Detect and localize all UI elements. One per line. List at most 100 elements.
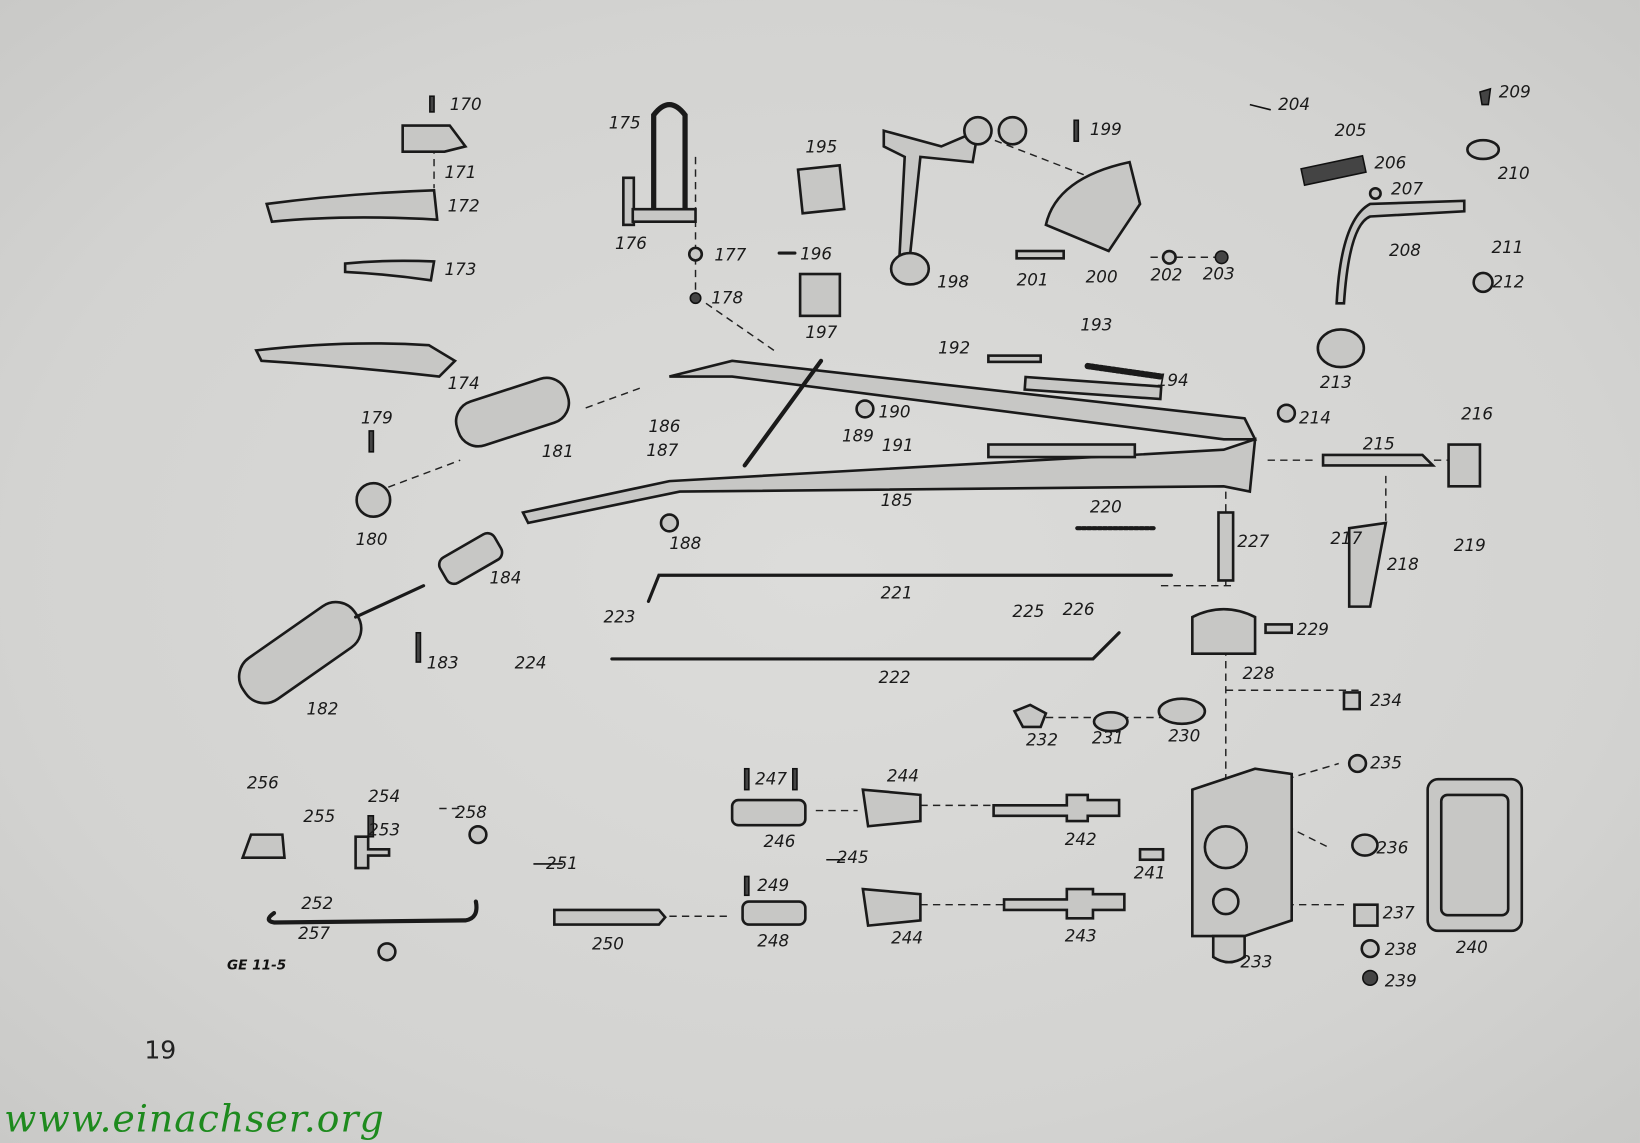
part-number-label: 215 xyxy=(1362,434,1395,454)
part-number-label: 175 xyxy=(608,112,641,133)
plates-195-197 xyxy=(777,163,846,318)
part-number-label: 230 xyxy=(1168,725,1201,746)
part-number-label: 243 xyxy=(1064,925,1097,946)
shafts-241-250 xyxy=(553,767,1165,928)
lever-198-and-gear-200 xyxy=(882,115,1229,286)
part-number-label: 252 xyxy=(301,893,334,914)
part-number-label: 225 xyxy=(1012,601,1045,622)
rods-215-229 xyxy=(610,443,1482,661)
part-number-label: 174 xyxy=(447,373,480,394)
part-number-label: 217 xyxy=(1330,528,1363,549)
part-number-label: 239 xyxy=(1384,970,1417,991)
part-number-label: 221 xyxy=(880,582,913,603)
part-number-label: 206 xyxy=(1374,152,1407,173)
part-number-label: 202 xyxy=(1150,264,1183,285)
part-number-label: 194 xyxy=(1156,370,1189,391)
part-number-label: 237 xyxy=(1382,902,1415,923)
page-number: 19 xyxy=(144,1035,177,1065)
part-number-label: 178 xyxy=(711,287,744,308)
part-number-label: 180 xyxy=(355,529,388,550)
part-number-label: 199 xyxy=(1089,119,1122,140)
part-number-label: 223 xyxy=(603,606,636,627)
part-number-label: 186 xyxy=(648,416,681,437)
part-number-label: 208 xyxy=(1388,240,1421,261)
part-number-label: 207 xyxy=(1391,178,1423,199)
part-number-label: 211 xyxy=(1491,237,1524,258)
part-number-label: 195 xyxy=(805,137,838,157)
part-number-label: 227 xyxy=(1237,531,1270,552)
part-number-label: 218 xyxy=(1386,554,1419,575)
part-number-label: 177 xyxy=(714,244,747,265)
part-number-label: 220 xyxy=(1089,496,1122,517)
part-number-label: 176 xyxy=(614,233,647,254)
part-number-label: 233 xyxy=(1240,951,1273,972)
part-number-label: 200 xyxy=(1085,266,1118,287)
drawing-code: GE 11-5 xyxy=(226,958,287,974)
part-number-label: 209 xyxy=(1498,81,1531,102)
handle-levers-170-174 xyxy=(254,95,468,378)
part-number-label: 187 xyxy=(646,440,679,461)
u-bolt-bracket-175-178 xyxy=(622,102,704,305)
part-number-label: 185 xyxy=(880,490,913,511)
part-number-label: 192 xyxy=(938,337,971,358)
part-number-label: 205 xyxy=(1334,120,1367,141)
part-number-label: 197 xyxy=(805,322,838,343)
part-number-label: 203 xyxy=(1202,263,1235,284)
part-number-label: 210 xyxy=(1497,163,1530,184)
part-number-label: 212 xyxy=(1492,271,1525,292)
part-number-label: 253 xyxy=(368,819,401,840)
part-number-label: 196 xyxy=(800,243,833,264)
part-number-label: 246 xyxy=(763,831,796,852)
part-number-label: 242 xyxy=(1064,829,1097,850)
part-number-label: 219 xyxy=(1453,535,1486,556)
part-number-label: 240 xyxy=(1455,937,1488,957)
part-number-label: 173 xyxy=(444,259,477,280)
part-number-label: 224 xyxy=(514,652,547,673)
part-number-label: 188 xyxy=(669,533,702,554)
part-number-label: 229 xyxy=(1296,619,1329,640)
part-number-label: 235 xyxy=(1370,753,1403,773)
part-number-label: 232 xyxy=(1026,730,1058,750)
grips-179-184 xyxy=(237,376,875,705)
part-number-label: 255 xyxy=(303,806,336,827)
part-number-label: 236 xyxy=(1376,837,1409,858)
part-number-label: 248 xyxy=(757,930,790,951)
part-number-label: 184 xyxy=(489,567,522,588)
part-number-label: 228 xyxy=(1242,663,1275,683)
part-number-label: 172 xyxy=(447,195,480,216)
part-number-label: 245 xyxy=(836,847,869,868)
part-number-label: 191 xyxy=(881,435,914,455)
part-number-label: 238 xyxy=(1384,939,1417,960)
housing-233-and-gasket-240 xyxy=(1191,767,1524,987)
website-watermark: www.einachser.org xyxy=(4,1098,385,1142)
part-number-label: 214 xyxy=(1299,407,1331,428)
part-number-label: 182 xyxy=(306,698,339,719)
washers-230-235 xyxy=(1012,691,1368,774)
part-number-label: 171 xyxy=(444,162,477,182)
part-number-label: 183 xyxy=(426,652,459,673)
part-number-label: 250 xyxy=(591,933,624,954)
part-number-label: 201 xyxy=(1016,269,1049,290)
part-number-label: 189 xyxy=(841,425,874,446)
part-number-label: 257 xyxy=(298,923,331,944)
shift-lever-204-213 xyxy=(1249,87,1501,369)
part-number-label: 247 xyxy=(755,768,788,789)
part-number-label: 258 xyxy=(454,802,487,823)
part-number-label: 241 xyxy=(1133,862,1166,883)
linkage-251-258 xyxy=(240,815,563,962)
part-number-label: 234 xyxy=(1370,690,1403,711)
part-number-label: 179 xyxy=(360,407,393,428)
part-number-label: 170 xyxy=(449,94,482,115)
part-number-label: 213 xyxy=(1319,372,1352,393)
part-number-label: 198 xyxy=(937,271,970,292)
part-number-label: 181 xyxy=(541,441,574,462)
part-number-label: 244 xyxy=(886,765,919,786)
main-lever-frame-185 xyxy=(521,354,1297,525)
part-number-label: 204 xyxy=(1278,94,1311,115)
part-number-label: 226 xyxy=(1062,599,1095,620)
part-number-label: 256 xyxy=(246,772,279,793)
part-number-label: 222 xyxy=(878,667,911,688)
part-number-label: 216 xyxy=(1461,403,1494,424)
